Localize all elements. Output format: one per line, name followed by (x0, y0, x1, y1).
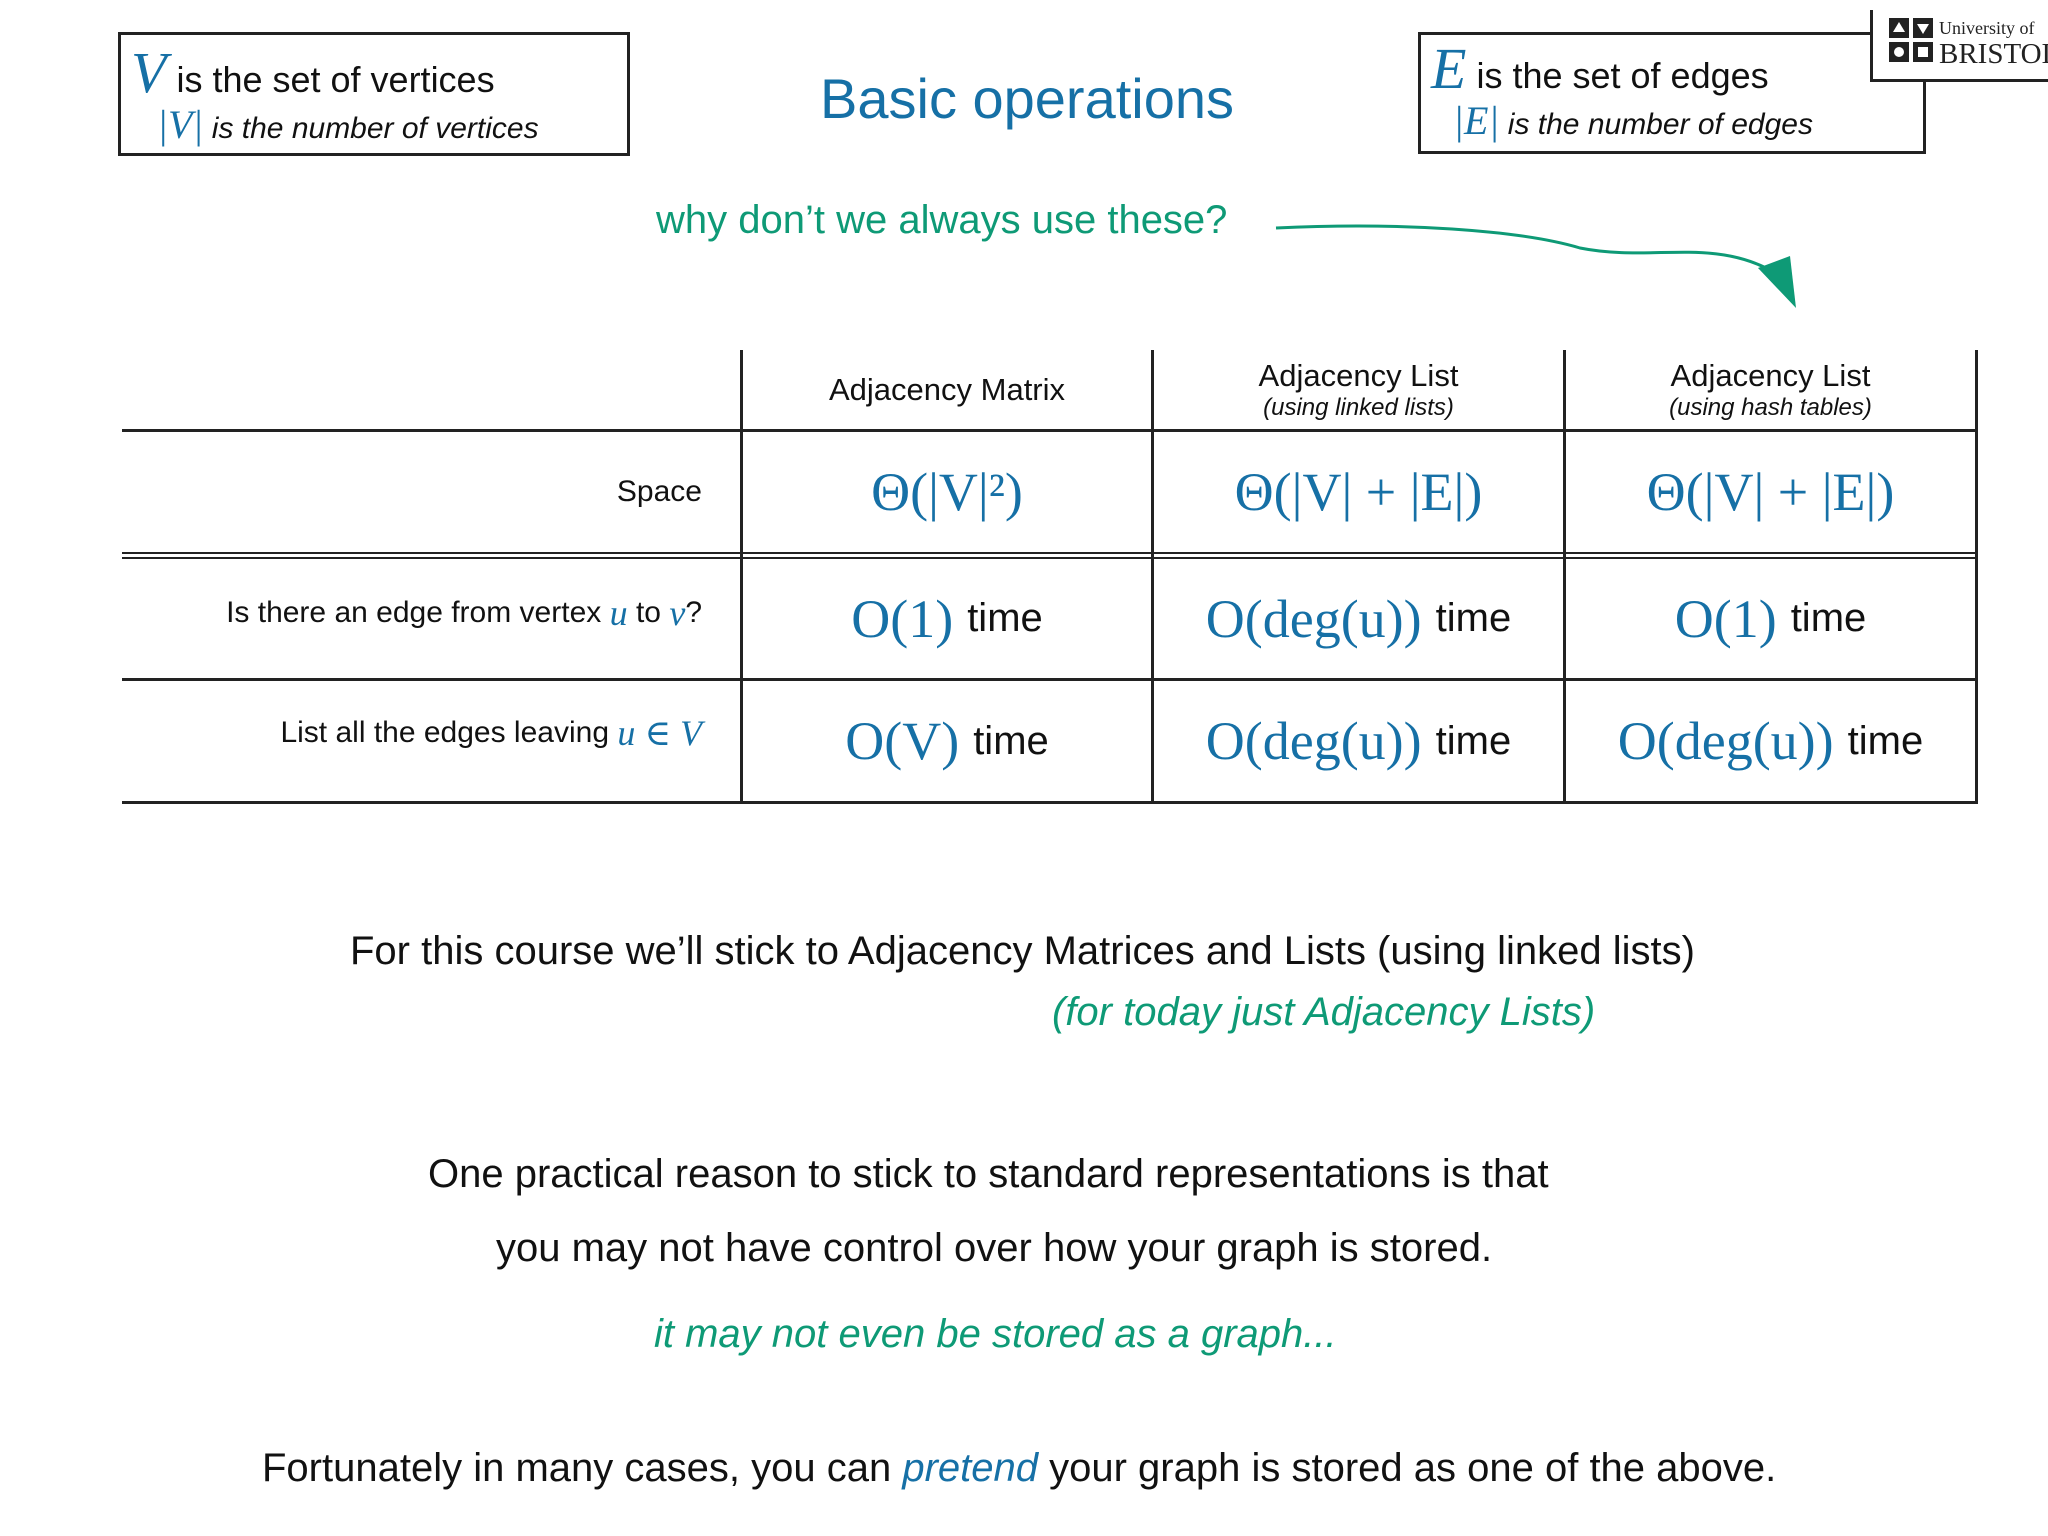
column-header-title: Adjacency Matrix (828, 371, 1066, 407)
column-header-title: Adjacency List (1670, 357, 1871, 393)
fortunately-pre: Fortunately in many cases, you can (262, 1446, 892, 1490)
list-edges-matrix-cell: O(V)time (845, 711, 1049, 771)
row-label-edge-query: Is there an edge from vertex u to v? (226, 592, 702, 633)
edge-count-text: is the number of edges (1507, 108, 1813, 141)
edge-definition-line: E is the set of edges (1431, 35, 1769, 102)
table-line (1975, 350, 1978, 804)
arrow-icon (1275, 224, 1796, 308)
question-text: why don’t we always use these? (656, 198, 1228, 242)
list-edges-hash-table-cell: O(deg(u))time (1617, 711, 1924, 771)
edge-set-text: is the set of edges (1476, 55, 1769, 96)
table-line (1151, 350, 1154, 804)
reason-line-2: you may not have control over how your g… (496, 1226, 1493, 1270)
space-linked-list-cell: Θ(|V| + |E|) (1234, 462, 1483, 522)
logo-text-top: University of (1939, 18, 2035, 38)
vertex-definition-box: V is the set of vertices |V| is the numb… (118, 32, 630, 156)
today-note: (for today just Adjacency Lists) (1052, 990, 1596, 1034)
vertex-set-symbol: V (131, 40, 167, 105)
edge-set-symbol: E (1431, 36, 1467, 101)
table-line (1563, 350, 1566, 804)
row-label-list-edges: List all the edges leaving u ∈ V (280, 713, 702, 753)
column-header-subtitle: (using linked lists) (1263, 393, 1454, 421)
space-matrix-cell: Θ(|V|²) (871, 462, 1023, 522)
vertex-definition-line: V is the set of vertices (131, 39, 495, 106)
column-header-hash-table: Adjacency List (using hash tables) (1566, 350, 1975, 429)
table-line (122, 429, 1978, 432)
column-header-subtitle: (using hash tables) (1669, 393, 1872, 421)
table-line (740, 350, 743, 804)
vertex-count-symbol: |V| (157, 102, 204, 147)
vertex-set-text: is the set of vertices (176, 59, 495, 100)
list-edges-linked-list-cell: O(deg(u))time (1205, 711, 1512, 771)
column-header-linked-list: Adjacency List (using linked lists) (1154, 350, 1563, 429)
fortunately-line: Fortunately in many cases, you can prete… (262, 1446, 1776, 1491)
university-crest-icon (1889, 18, 1933, 62)
course-note: For this course we’ll stick to Adjacency… (350, 929, 1695, 973)
table-line (122, 678, 1978, 681)
slide-title: Basic operations (820, 67, 1235, 130)
column-header-matrix: Adjacency Matrix (743, 350, 1151, 429)
table-line (122, 552, 1978, 554)
logo-text-bottom: BRISTOL (1939, 38, 2048, 70)
edge-count-symbol: |E| (1453, 98, 1500, 143)
edge-count-line: |E| is the number of edges (1453, 97, 1813, 144)
edge-query-matrix-cell: O(1)time (851, 588, 1043, 649)
fortunately-post: your graph is stored as one of the above… (1049, 1446, 1777, 1490)
table-line (122, 801, 1978, 804)
row-label-space: Space (616, 475, 702, 508)
vertex-count-text: is the number of vertices (211, 112, 539, 145)
space-hash-table-cell: Θ(|V| + |E|) (1646, 462, 1895, 522)
edge-query-linked-list-cell: O(deg(u))time (1205, 588, 1512, 649)
reason-line-1: One practical reason to stick to standar… (428, 1152, 1549, 1196)
graph-note: it may not even be stored as a graph... (654, 1312, 1337, 1356)
edge-definition-box: E is the set of edges |E| is the number … (1418, 32, 1926, 154)
table-line (122, 557, 1978, 559)
edge-query-hash-table-cell: O(1)time (1674, 588, 1867, 649)
university-logo: University of BRISTOL (1870, 10, 2048, 82)
vertex-count-line: |V| is the number of vertices (157, 101, 539, 148)
fortunately-emph: pretend (902, 1446, 1038, 1490)
column-header-title: Adjacency List (1258, 357, 1459, 393)
